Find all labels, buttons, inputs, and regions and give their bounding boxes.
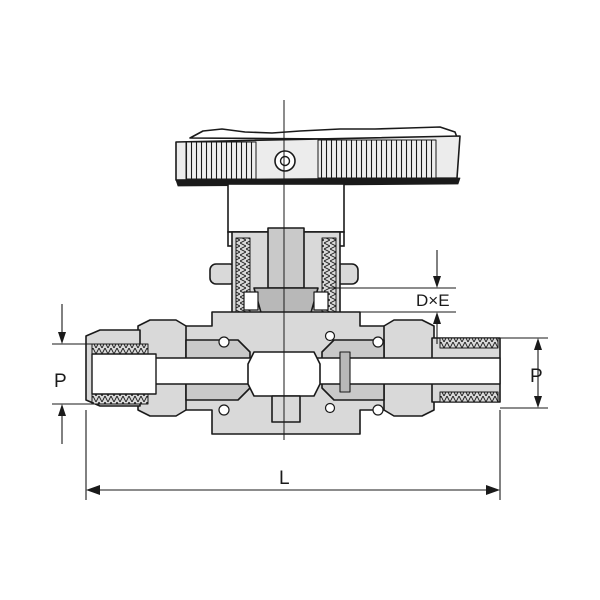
right-external-thread-top [439,337,499,349]
dimensions [52,250,548,500]
hub-block [227,183,345,233]
handle-knurl-left [185,141,257,180]
bonnet [209,227,359,331]
port-label-left: P [54,371,67,392]
seat-stem [271,395,301,423]
oring-left-top [218,336,230,348]
stem-upper [267,227,305,289]
de-arrow-bottom [433,312,441,324]
packing-right [313,291,329,311]
oring-mid-top [324,330,336,342]
oring-left-bottom [218,404,230,416]
length-label: L [279,468,290,489]
flow-bore [151,357,501,385]
left-internal-thread-bottom [91,393,149,405]
oring-right-bottom [372,404,384,416]
handle-knurl-right [317,139,437,179]
l-arrow-right [486,485,500,495]
left-port-bore [91,353,157,395]
left-internal-thread-top [91,343,149,355]
right-bore-step [339,351,351,393]
oring-right-top [372,336,384,348]
packing-left [243,291,259,311]
l-arrow-left [86,485,100,495]
valve-body [85,311,501,435]
stem-dimension-label: D×E [416,291,450,310]
right-external-thread-bottom [439,391,499,403]
left-p-arrow-top [58,332,66,344]
right-p-arrow-bottom [534,396,542,408]
de-arrow-top [433,276,441,288]
handle [175,126,461,187]
left-p-arrow-bottom [58,404,66,416]
port-label-right: P [530,366,543,387]
right-p-arrow-top [534,338,542,350]
handle-screw-inner [279,155,291,167]
oring-mid-bottom [324,402,336,414]
